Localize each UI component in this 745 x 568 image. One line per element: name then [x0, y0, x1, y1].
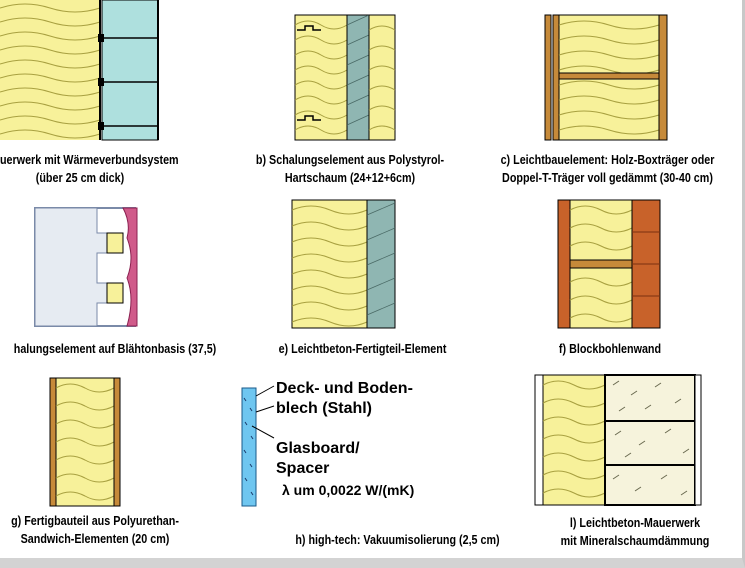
wall-section-a: [0, 0, 159, 141]
wall-section-d: [34, 207, 138, 327]
caption-l-line2: mit Mineralschaumdämmung: [560, 534, 710, 548]
label-glas-line1: Glasboard/: [276, 440, 360, 457]
caption-g-line1: g) Fertigbauteil aus Polyurethan-: [11, 514, 179, 528]
panel-h-diagram: [236, 385, 276, 510]
caption-l-line1: l) Leichtbeton-Mauerwerk: [569, 516, 701, 530]
wall-section-b: [294, 14, 396, 141]
wall-section-c: [544, 14, 668, 141]
panel-c-diagram: [544, 14, 675, 145]
caption-h: h) high-tech: Vakuumisolierung (2,5 cm): [295, 533, 500, 547]
caption-c-line2: Doppel-T-Träger voll gedämmt (30-40 cm): [502, 171, 713, 185]
label-deck-line2: blech (Stahl): [276, 400, 373, 417]
wall-section-e: [291, 199, 396, 329]
wall-section-l: [534, 374, 702, 506]
panel-g-diagram: [49, 377, 135, 510]
caption-g-line2: Sandwich-Elementen (20 cm): [20, 532, 170, 546]
panel-l-diagram: [534, 374, 710, 510]
panel-a-diagram: [0, 0, 170, 145]
caption-f: f) Blockbohlenwand: [558, 342, 662, 356]
caption-b-line2: Hartschaum (24+12+6cm): [284, 171, 416, 185]
caption-b-line1: b) Schalungselement aus Polystyrol-: [255, 153, 445, 167]
caption-d: halungselement auf Blähtonbasis (37,5): [13, 342, 217, 356]
wall-section-f: [557, 199, 661, 329]
panel-d-diagram: [34, 207, 145, 330]
label-glas-line2: Spacer: [276, 460, 330, 477]
vacuum-panel-h: [241, 385, 275, 507]
caption-e: e) Leichtbeton-Fertigteil-Element: [278, 342, 447, 356]
wall-section-g: [49, 377, 121, 507]
panel-e-diagram: [291, 199, 407, 332]
label-deck-line1: Deck- und Boden-: [276, 380, 413, 397]
caption-c-line1: c) Leichtbauelement: Holz-Boxträger oder: [500, 153, 715, 167]
caption-a-line2: (über 25 cm dick): [35, 171, 125, 185]
caption-a-line1: auerwerk mit Wärmeverbundsystem: [0, 153, 179, 167]
panel-f-diagram: [557, 199, 668, 332]
insulation-pattern: [0, 3, 101, 139]
label-lambda: λ um 0,0022 W/(mK): [282, 482, 415, 498]
panel-b-diagram: [294, 14, 405, 145]
